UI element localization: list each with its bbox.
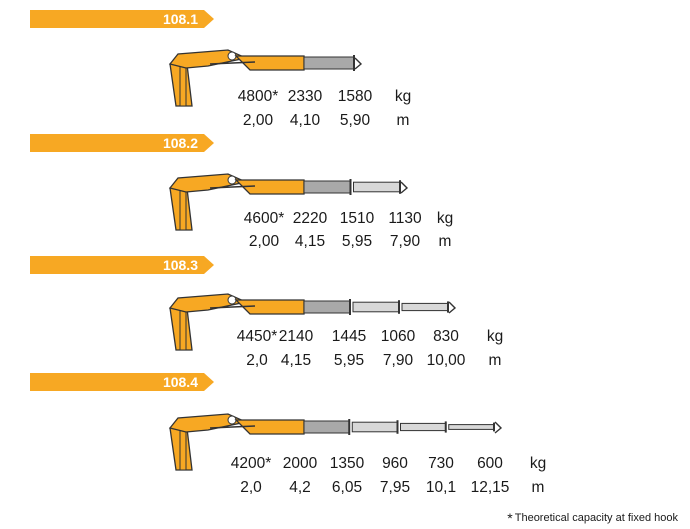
capacity-unit: kg <box>394 88 412 105</box>
reach-unit: m <box>438 233 452 250</box>
reach-value: 5,95 <box>341 233 373 250</box>
reach-value: 2,0 <box>246 352 268 369</box>
lift-cylinder <box>179 65 187 107</box>
model-tag: 108.1 <box>30 10 214 28</box>
boom-cylinder <box>209 185 256 189</box>
capacity-value: 2000 <box>282 455 318 472</box>
capacity-value: 4200* <box>230 455 272 472</box>
crane-diagram-108.3 <box>168 293 457 351</box>
capacity-value: 4800* <box>237 88 279 105</box>
capacity-unit: kg <box>486 328 504 345</box>
extension-section-3 <box>401 302 449 312</box>
capacity-value: 830 <box>433 328 459 345</box>
capacity-value: 1580 <box>337 88 373 105</box>
boom-tip <box>448 301 457 314</box>
extension-section-2 <box>353 181 401 193</box>
reach-value: 10,1 <box>425 479 457 496</box>
reach-unit: m <box>396 112 410 129</box>
reach-value: 2,00 <box>248 233 280 250</box>
footnote-marker: * <box>507 510 513 526</box>
extension-section-1 <box>303 56 355 70</box>
reach-unit: m <box>488 352 502 369</box>
boom-tip <box>354 57 363 70</box>
reach-value: 4,15 <box>280 352 312 369</box>
reach-value: 7,90 <box>382 352 414 369</box>
reach-value: 5,90 <box>339 112 371 129</box>
boom-cylinder <box>209 61 256 65</box>
boom-cylinder <box>209 305 256 309</box>
lift-cylinder <box>179 429 187 471</box>
capacity-value: 1130 <box>388 210 422 227</box>
crane-diagram-108.1 <box>168 49 363 107</box>
extension-section-3 <box>400 422 447 432</box>
extension-section-4 <box>448 424 495 430</box>
capacity-value: 4450* <box>236 328 278 345</box>
model-tag: 108.3 <box>30 256 214 274</box>
extension-section-1 <box>303 180 351 194</box>
capacity-unit: kg <box>529 455 547 472</box>
capacity-value: 4600* <box>243 210 285 227</box>
boom-cylinder <box>209 425 256 429</box>
capacity-unit: kg <box>436 210 454 227</box>
capacity-value: 730 <box>428 455 454 472</box>
model-tag: 108.4 <box>30 373 214 391</box>
outer-boom <box>234 179 305 195</box>
extension-section-1 <box>303 420 350 434</box>
knuckle-joint <box>227 51 237 61</box>
footnote: *Theoretical capacity at fixed hook <box>507 510 678 526</box>
reach-value: 5,95 <box>333 352 365 369</box>
reach-value: 6,05 <box>331 479 363 496</box>
reach-unit: m <box>531 479 545 496</box>
reach-value: 2,00 <box>242 112 274 129</box>
boom-tip <box>494 421 503 434</box>
reach-value: 12,15 <box>470 479 510 496</box>
capacity-value: 600 <box>477 455 503 472</box>
reach-value: 4,2 <box>289 479 311 496</box>
extension-section-2 <box>352 301 400 313</box>
reach-value: 7,90 <box>389 233 421 250</box>
knuckle-joint <box>227 295 237 305</box>
reach-value: 2,0 <box>240 479 262 496</box>
extension-section-2 <box>351 421 398 433</box>
outer-boom <box>234 299 305 315</box>
lift-cylinder <box>179 189 187 231</box>
extension-section-1 <box>303 300 351 314</box>
knuckle-joint <box>227 175 237 185</box>
capacity-value: 1350 <box>329 455 365 472</box>
crane-diagram-108.2 <box>168 173 409 231</box>
capacity-value: 960 <box>382 455 408 472</box>
outer-boom <box>234 419 305 435</box>
reach-value: 10,00 <box>426 352 466 369</box>
lift-cylinder <box>179 309 187 351</box>
reach-value: 4,10 <box>289 112 321 129</box>
boom-tip <box>400 181 409 194</box>
reach-value: 7,95 <box>379 479 411 496</box>
crane-diagram-108.4 <box>168 413 503 471</box>
outer-boom <box>234 55 305 71</box>
capacity-value: 1510 <box>339 210 375 227</box>
capacity-value: 1060 <box>380 328 416 345</box>
footnote-text: Theoretical capacity at fixed hook <box>514 512 678 524</box>
reach-value: 4,15 <box>294 233 326 250</box>
capacity-value: 2330 <box>287 88 323 105</box>
capacity-value: 2220 <box>292 210 328 227</box>
knuckle-joint <box>227 415 237 425</box>
model-tag: 108.2 <box>30 134 214 152</box>
capacity-value: 1445 <box>331 328 367 345</box>
capacity-value: 2140 <box>278 328 314 345</box>
